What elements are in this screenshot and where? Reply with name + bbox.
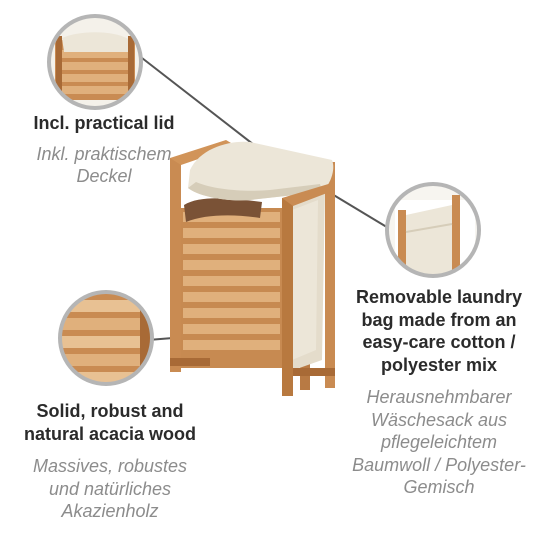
lid-caption-de: Inkl. praktischem Deckel	[4, 143, 204, 188]
wood-caption-de-line: und natürliches	[48, 478, 172, 499]
bag-caption-en-line: Removable laundry	[355, 287, 523, 307]
wood-caption-en-line: natural acacia wood	[23, 423, 197, 444]
bag-caption-de-line: Wäschesack aus	[370, 409, 508, 430]
lid-caption-de-line: Deckel	[76, 166, 132, 186]
lid-caption: Incl. practical lid Inkl. praktischem De…	[4, 112, 204, 188]
leader-line-lid	[141, 57, 259, 149]
bag-caption-de-line: Gemisch	[403, 477, 475, 497]
bag-caption-de: Herausnehmbarer Wäschesack aus pflegelei…	[336, 386, 542, 499]
bag-caption-de-line: pflegeleichtem	[380, 432, 498, 452]
wood-caption-en-line: Solid, robust and	[36, 401, 184, 421]
wood-caption-de: Massives, robustes und natürliches Akazi…	[6, 455, 214, 523]
bag-caption-de-line: Baumwoll / Polyester-	[352, 454, 526, 475]
bag-caption-en-line: bag made from an	[361, 309, 517, 330]
wood-caption-en: Solid, robust and natural acacia wood	[6, 400, 214, 445]
bag-caption: Removable laundry bag made from an easy-…	[336, 286, 542, 499]
bag-caption-en: Removable laundry bag made from an easy-…	[336, 286, 542, 376]
bag-caption-en-line: polyester mix	[380, 354, 498, 375]
wood-detail-callout	[58, 290, 154, 386]
bag-caption-de-line: Herausnehmbarer	[366, 387, 512, 407]
lid-detail-callout	[47, 14, 143, 110]
laundry-hamper	[170, 140, 335, 396]
wood-caption: Solid, robust and natural acacia wood Ma…	[6, 400, 214, 523]
bag-caption-en-line: easy-care cotton /	[362, 332, 516, 352]
bag-detail-callout	[385, 182, 481, 278]
lid-caption-de-line: Inkl. praktischem	[36, 143, 172, 164]
wood-caption-de-line: Massives, robustes	[32, 456, 188, 476]
lid-caption-en: Incl. practical lid	[33, 113, 175, 133]
wood-caption-de-line: Akazienholz	[61, 501, 159, 521]
